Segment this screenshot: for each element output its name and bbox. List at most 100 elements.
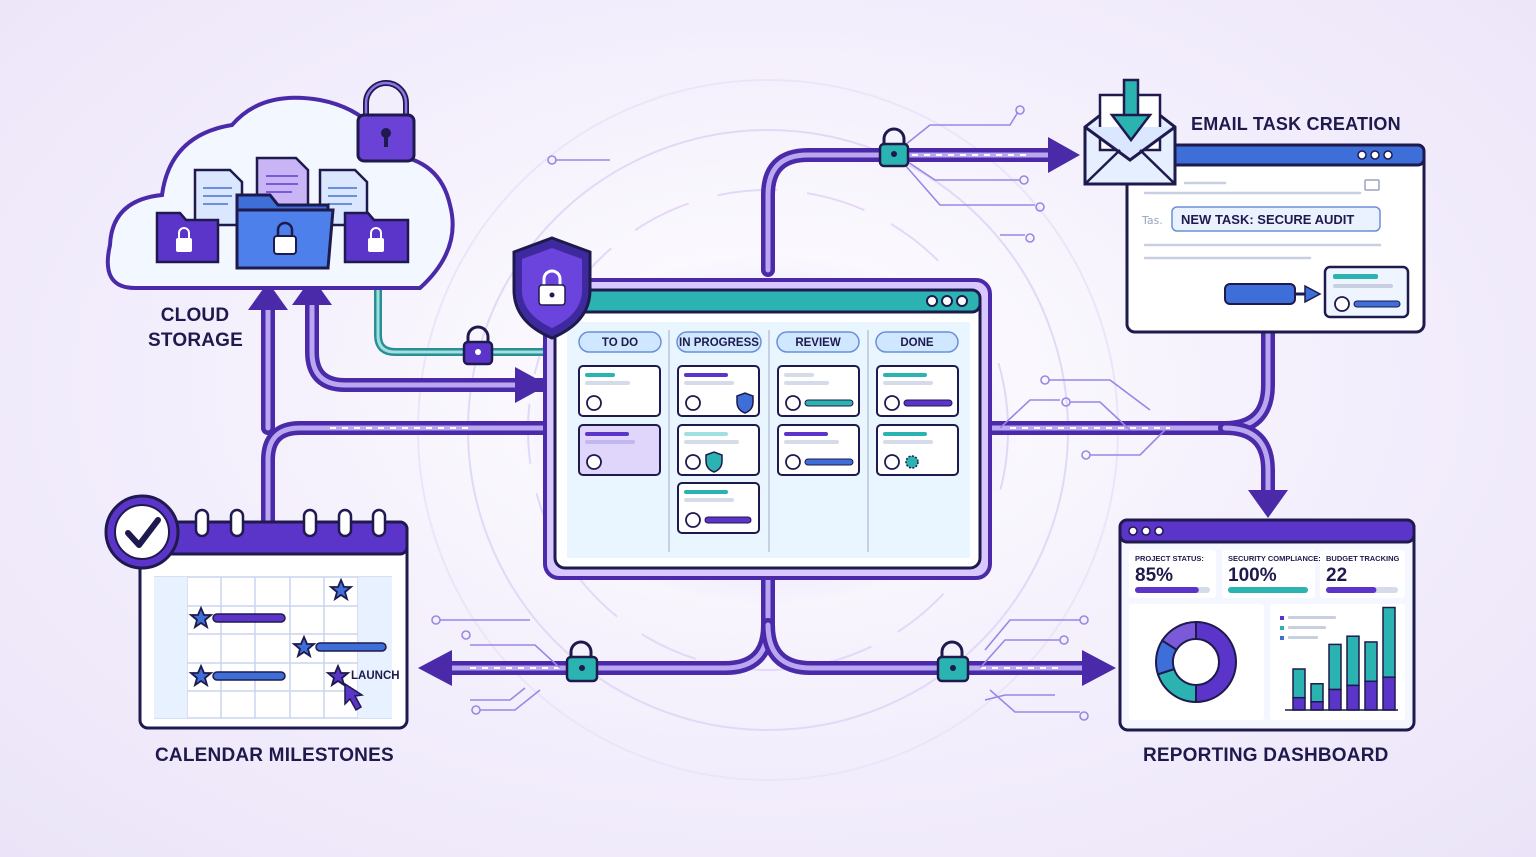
lock-icon [936,640,970,683]
shield-icon [705,451,723,473]
padlock-icon [356,80,416,163]
window-dot-icon [1357,150,1367,160]
bar-segment-purple [1346,684,1360,711]
lock-icon [462,325,494,366]
star-icon [328,577,354,602]
avatar-icon [884,454,900,470]
avatar-icon [586,395,602,411]
mail-icon [1364,179,1380,191]
create-task-button[interactable] [1224,283,1296,305]
task-card [677,365,760,417]
column-label-review: REVIEW [795,337,841,349]
metric-label: BUDGET TRACKING [1326,554,1399,563]
pipe-locks [462,127,970,683]
bar-segment-teal [1364,641,1378,683]
bar-segment-purple [1310,701,1324,711]
task-card [777,365,860,417]
metric-card-budget-tracking: BUDGET TRACKING 22 [1320,550,1405,598]
connector-pipes [260,148,1275,675]
lock-icon [878,127,910,168]
arrow-right-icon [1304,284,1322,304]
column-label-done: DONE [900,337,934,349]
avatar-icon [586,454,602,470]
window-dot-icon [926,295,938,307]
star-icon [291,634,317,659]
cloud-storage-node[interactable] [105,80,455,290]
avatar-icon [785,454,801,470]
star-icon [188,605,214,630]
avatar-icon [884,395,900,411]
bar-segment-purple [1328,688,1342,711]
metric-label: PROJECT STATUS: [1135,554,1204,563]
window-dot-icon [1141,526,1151,536]
milestone-bars [212,613,387,681]
window-dot-icon [1128,526,1138,536]
donut-slice [1160,620,1197,652]
metric-value: 85% [1135,565,1173,586]
email-field-prefix: Tas. [1141,214,1163,227]
check-badge-icon [104,494,180,570]
bar-segment-teal [1310,683,1324,703]
arrow-right-icon [1082,650,1116,686]
arrow-up-icon [292,277,332,305]
folder-lock-icon [343,211,410,264]
window-dot-icon [1383,150,1393,160]
metric-progress-fill [1228,587,1308,593]
arrow-right-icon [515,367,548,403]
email-task-creation-label: EMAIL TASK CREATION [1191,114,1401,134]
task-card [578,365,661,417]
bar-segment-purple [1292,696,1306,711]
bar-segment-teal [1328,643,1342,691]
bar-segment-teal [1382,606,1396,678]
bar-segment-purple [1364,680,1378,711]
folder-lock-icon [235,193,335,270]
metric-progress-fill [1135,587,1199,593]
star-icon [188,663,214,688]
bar-segment-teal [1292,668,1306,699]
task-card [677,424,760,476]
reporting-dashboard-label: REPORTING DASHBOARD [1143,745,1389,766]
kanban-board[interactable]: TO DO IN PROGRESS REVIEW DONE [512,236,992,580]
task-card [677,482,760,534]
bar-chart [1292,606,1396,711]
kanban-column-headers: TO DO IN PROGRESS REVIEW DONE [578,331,959,353]
task-title-field[interactable] [1171,206,1381,232]
shield-icon [736,392,754,414]
lock-icon [565,640,599,683]
legend-lines [1280,616,1336,640]
cloud-storage-label-line2: STORAGE [148,330,244,351]
column-label-in-progress: IN PROGRESS [679,337,759,349]
avatar-icon [685,454,701,470]
avatar-icon [685,395,701,411]
task-title-text: NEW TASK: SECURE AUDIT [1181,212,1354,227]
cloud-storage-label: CLOUD STORAGE [148,303,244,353]
dashboard-node[interactable]: PROJECT STATUS: 85% SECURITY COMPLIANCE:… [1118,518,1416,732]
flow-dashes [330,154,1170,669]
arrow-down-icon [1248,490,1288,518]
circuit-traces [431,105,1166,721]
metric-label: SECURITY COMPLIANCE: [1228,554,1321,563]
calendar-milestones-label: CALENDAR MILESTONES [155,745,394,766]
donut-chart [1155,620,1237,704]
donut-slice [1195,620,1237,704]
cloud-storage-label-line1: CLOUD [160,305,230,326]
column-header-todo [578,331,662,353]
email-task-node[interactable]: Tas. NEW TASK: SECURE AUDIT [1083,78,1426,334]
window-dot-icon [956,295,968,307]
task-card [578,424,661,476]
task-cards[interactable] [578,365,959,534]
launch-milestone-label: LAUNCH [351,670,400,682]
calendar-node[interactable]: LAUNCH [104,494,409,730]
document-icon [193,168,244,227]
download-arrow-icon [1109,78,1153,143]
metric-progress-fill [1326,587,1377,593]
metric-card-security-compliance: SECURITY COMPLIANCE: 100% [1222,550,1321,598]
window-dot-icon [941,295,953,307]
column-header-review [776,331,860,353]
avatar-icon [785,395,801,411]
avatar-icon [1334,296,1350,312]
folder-lock-icon [155,211,220,264]
task-card [876,365,959,417]
